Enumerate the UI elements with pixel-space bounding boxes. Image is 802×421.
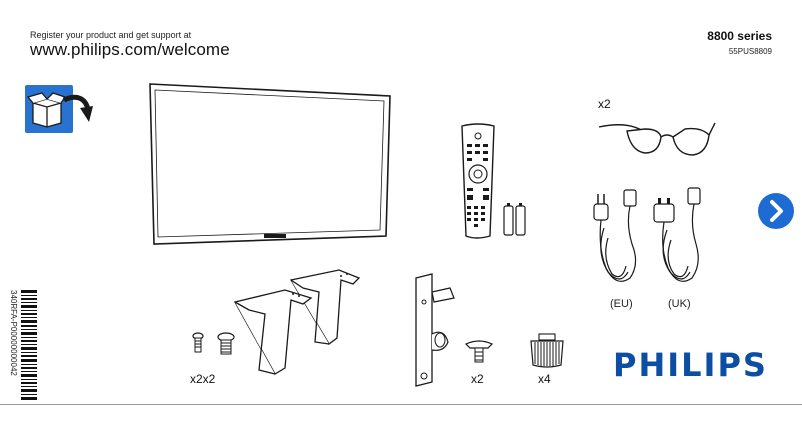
stand-screws-illustration <box>192 332 240 358</box>
wall-bracket-illustration <box>410 272 462 388</box>
next-page-button[interactable] <box>758 193 794 229</box>
model-number: 55PUS8809 <box>728 47 772 56</box>
barcode-text: 340RFA-P00000000042 <box>9 290 18 376</box>
chevron-right-icon <box>770 200 783 222</box>
turn-arrow-icon <box>62 92 94 126</box>
batteries-illustration <box>503 202 527 236</box>
foot-cap-illustration <box>527 333 567 369</box>
wall-screw-quantity: x2 <box>471 372 484 386</box>
power-cord-eu-illustration <box>590 188 650 293</box>
philips-logo: PHILIPS <box>613 346 768 384</box>
stand-feet-illustration <box>233 268 373 388</box>
region-uk-label: (UK) <box>668 298 691 310</box>
bottom-divider <box>0 404 802 405</box>
remote-control-illustration <box>458 122 498 242</box>
series-title: 8800 series <box>707 29 772 43</box>
stand-screws-quantity: x2x2 <box>190 372 216 386</box>
tv-illustration <box>148 78 393 250</box>
foot-cap-quantity: x4 <box>538 372 551 386</box>
power-cord-uk-illustration <box>652 186 712 294</box>
glasses-quantity: x2 <box>598 97 611 111</box>
register-text: Register your product and get support at <box>30 30 192 40</box>
wall-screw-illustration <box>464 338 494 366</box>
welcome-url[interactable]: www.philips.com/welcome <box>30 40 230 59</box>
unbox-icon <box>25 85 73 133</box>
region-eu-label: (EU) <box>610 298 633 310</box>
barcode-text-wrap: 340RFA-P00000000042 <box>8 290 20 400</box>
3d-glasses-illustration <box>597 117 717 161</box>
barcode <box>21 290 37 400</box>
